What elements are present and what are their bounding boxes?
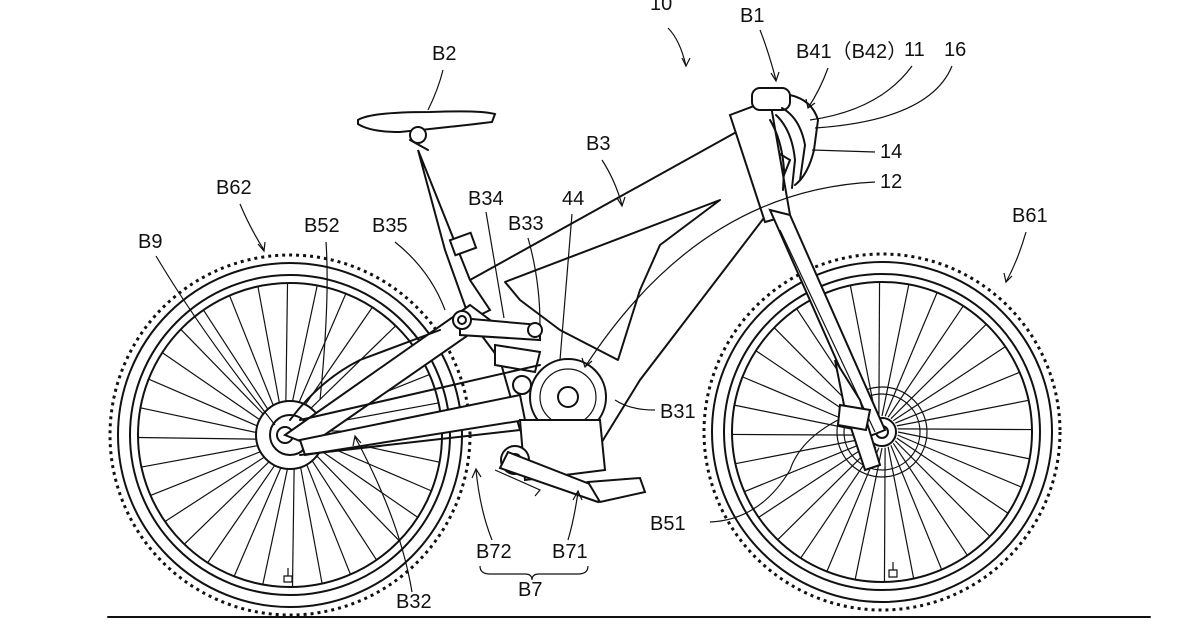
label-b62: B62: [216, 177, 252, 199]
label-b3: B3: [586, 133, 610, 155]
label-b9: B9: [138, 231, 162, 253]
label-b72: B72: [476, 541, 512, 563]
spoke: [257, 286, 283, 415]
label-b51: B51: [650, 513, 686, 535]
label-14: 14: [880, 141, 902, 163]
label-b33: B33: [508, 213, 544, 235]
b7-brace: [479, 565, 589, 581]
spoke: [301, 325, 397, 418]
spoke: [293, 293, 347, 414]
spoke: [735, 437, 868, 465]
spoke: [180, 328, 273, 424]
spoke: [732, 433, 867, 436]
spoke: [207, 454, 283, 564]
spoke: [894, 440, 991, 537]
spoke: [233, 456, 287, 577]
spoke: [307, 446, 400, 542]
label-b1: B1: [740, 5, 764, 27]
label-b52: B52: [304, 215, 340, 237]
spoke: [890, 323, 987, 420]
spoke: [228, 295, 279, 417]
label-12: 12: [880, 171, 902, 193]
crank-pedal: [494, 450, 647, 504]
spoke: [164, 450, 275, 523]
spoke: [305, 450, 378, 561]
label-b61: B61: [1012, 205, 1048, 227]
label-b71: B71: [552, 541, 588, 563]
chain: [299, 364, 541, 456]
reference-labels: 10 B1 B41（B42） 11 16 14 12 B2 B3 B34 B33…: [138, 0, 1048, 613]
spoke: [897, 428, 1032, 431]
spoke: [878, 282, 881, 417]
spoke: [262, 456, 291, 585]
spoke: [183, 452, 279, 545]
spoke: [141, 442, 270, 468]
front-brake: [836, 403, 872, 432]
spoke: [138, 436, 269, 440]
spoke: [202, 309, 275, 420]
rear-shock: [452, 310, 543, 374]
label-b32: B32: [396, 591, 432, 613]
spoke: [291, 456, 295, 587]
spoke: [150, 446, 272, 497]
label-b31: B31: [660, 401, 696, 423]
spoke: [896, 399, 1029, 427]
label-44: 44: [562, 188, 584, 210]
label-b7: B7: [518, 579, 542, 601]
spoke: [309, 442, 419, 518]
label-16: 16: [944, 39, 966, 61]
spoke: [285, 283, 289, 414]
label-10: 10: [650, 0, 672, 15]
label-b2: B2: [432, 43, 456, 65]
label-b35: B35: [372, 215, 408, 237]
label-11: 11: [904, 39, 925, 61]
spoke: [140, 407, 269, 436]
spoke: [887, 446, 915, 579]
spoke: [148, 378, 269, 432]
spoke: [297, 455, 323, 584]
saddle: [357, 110, 497, 144]
spoke: [301, 453, 352, 575]
spoke: [161, 352, 271, 428]
spoke: [777, 444, 874, 541]
label-b41: B41（B42）: [796, 40, 907, 63]
label-b34: B34: [468, 188, 504, 210]
spoke: [883, 447, 886, 582]
spoke: [289, 285, 318, 414]
